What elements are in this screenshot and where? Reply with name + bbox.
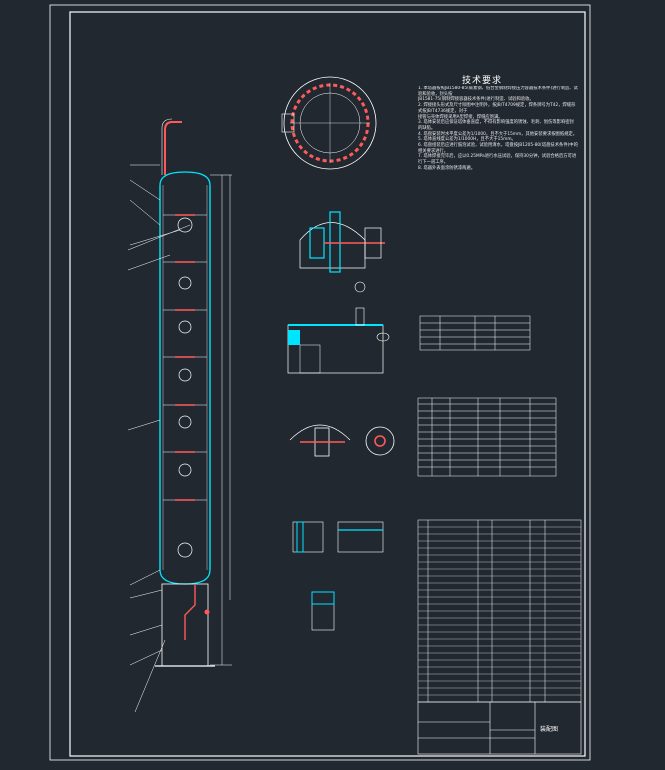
technical-requirements-title: 技术要求 bbox=[461, 76, 502, 86]
tech-note: 7. 塔体焊接完毕后，应以0.25MPa进行水压试验，保持30分钟，试验合格后方… bbox=[418, 154, 577, 166]
tech-note: 8. 塔器外表面涂防锈漆两遍。 bbox=[418, 165, 476, 171]
bottom-outlet-pipe bbox=[184, 585, 196, 640]
top-head bbox=[159, 171, 211, 186]
outlet-flange bbox=[204, 609, 210, 615]
tech-note: 6. 塔盘组装后应进行鼓泡试验，试验用清水，塔盘按JB1205-80(塔盘技术条… bbox=[418, 143, 578, 154]
sheet-outer-border bbox=[49, 4, 591, 761]
tray-plan-view bbox=[281, 76, 377, 170]
tech-note: 接管与壳体焊接采用A型焊接，焊缝应饱满。 bbox=[418, 114, 503, 120]
sheet-inner-border bbox=[69, 11, 586, 757]
tech-note: 3. 塔体安装后应保证塔体垂直度，不得有影响强度的锈蚀、毛刺、划伤等影响密封的缺… bbox=[418, 120, 574, 131]
dimension-lines bbox=[210, 174, 232, 666]
tech-note: JB1581-75(钢制焊接容器技术条件)进行制造、试验和验收。 bbox=[418, 97, 534, 103]
nozzle-detail-view bbox=[299, 211, 385, 273]
technical-requirements-notes: 1. 本塔器按照JB1580-85(碳素钢、低合金钢制焊接压力容器技术条件)进行… bbox=[418, 86, 578, 316]
downcomers bbox=[175, 214, 195, 501]
tech-note: 2. 焊接接头形式及尺寸除图中注明外，按JB/T4709规定，焊条牌号为T42，… bbox=[418, 103, 576, 114]
tech-note: 4. 塔盘安装时水平度公差为1/1000，且不大于15mm，其他安装要求按图纸规… bbox=[418, 131, 578, 137]
bottom-head bbox=[159, 569, 211, 585]
drawing-name-label: 装配图 bbox=[540, 726, 559, 733]
design-data-table bbox=[419, 315, 531, 351]
overhead-vapor-pipe bbox=[164, 121, 182, 175]
title-block bbox=[417, 701, 582, 755]
part-leaders-left bbox=[127, 164, 191, 713]
nozzle-table bbox=[417, 397, 557, 477]
tray-support-details bbox=[292, 521, 384, 631]
skirt-section-view bbox=[287, 281, 390, 374]
downcomer-detail-view bbox=[289, 424, 395, 457]
parts-list-rows bbox=[418, 526, 581, 696]
tech-note: 1. 本塔器按照JB1580-85(碳素钢、低合金钢制焊接压力容器技术条件)进行… bbox=[418, 86, 578, 97]
tower-elevation-view bbox=[127, 118, 232, 713]
manholes bbox=[177, 217, 193, 558]
tech-note: 5. 塔体直线度公差为1/1000H，且不大于15mm。 bbox=[418, 137, 516, 143]
